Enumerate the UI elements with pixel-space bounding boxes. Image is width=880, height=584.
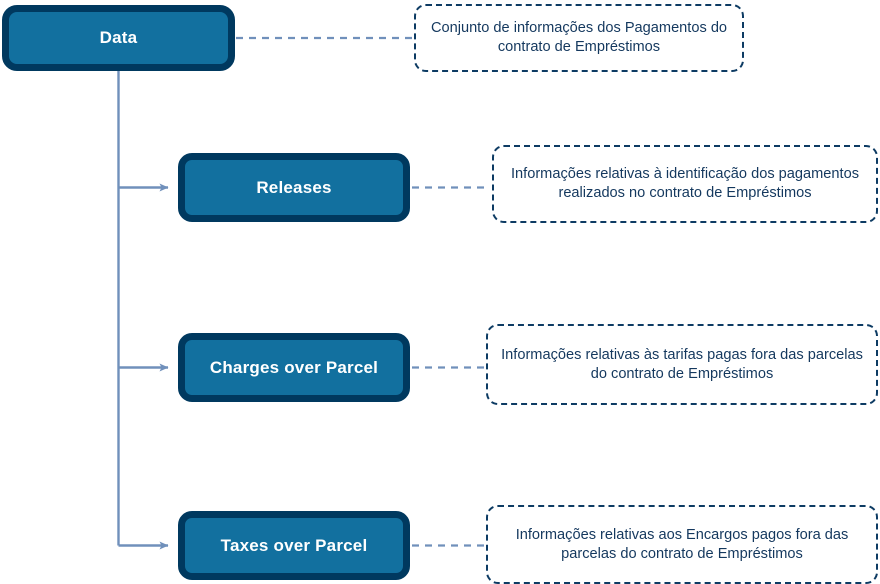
node-charges-over-parcel[interactable]: Charges over Parcel <box>178 333 410 402</box>
note-taxes-over-parcel: Informações relativas aos Encargos pagos… <box>486 505 878 584</box>
note-charges-over-parcel: Informações relativas às tarifas pagas f… <box>486 324 878 405</box>
node-releases[interactable]: Releases <box>178 153 410 222</box>
node-releases-label: Releases <box>256 177 332 197</box>
node-charges-over-parcel-label: Charges over Parcel <box>209 357 379 377</box>
note-data: Conjunto de informações dos Pagamentos d… <box>414 4 744 72</box>
node-taxes-over-parcel-label: Taxes over Parcel <box>220 535 368 555</box>
node-data[interactable]: Data <box>2 5 235 71</box>
node-data-label: Data <box>99 28 138 47</box>
note-charges-over-parcel-text: Informações relativas às tarifas pagas f… <box>501 346 863 382</box>
note-releases: Informações relativas à identificação do… <box>492 145 878 223</box>
node-taxes-over-parcel[interactable]: Taxes over Parcel <box>178 511 410 580</box>
note-taxes-over-parcel-text: Informações relativas aos Encargos pagos… <box>515 526 849 562</box>
note-releases-text: Informações relativas à identificação do… <box>510 166 859 201</box>
note-data-text: Conjunto de informações dos Pagamentos d… <box>430 20 728 55</box>
